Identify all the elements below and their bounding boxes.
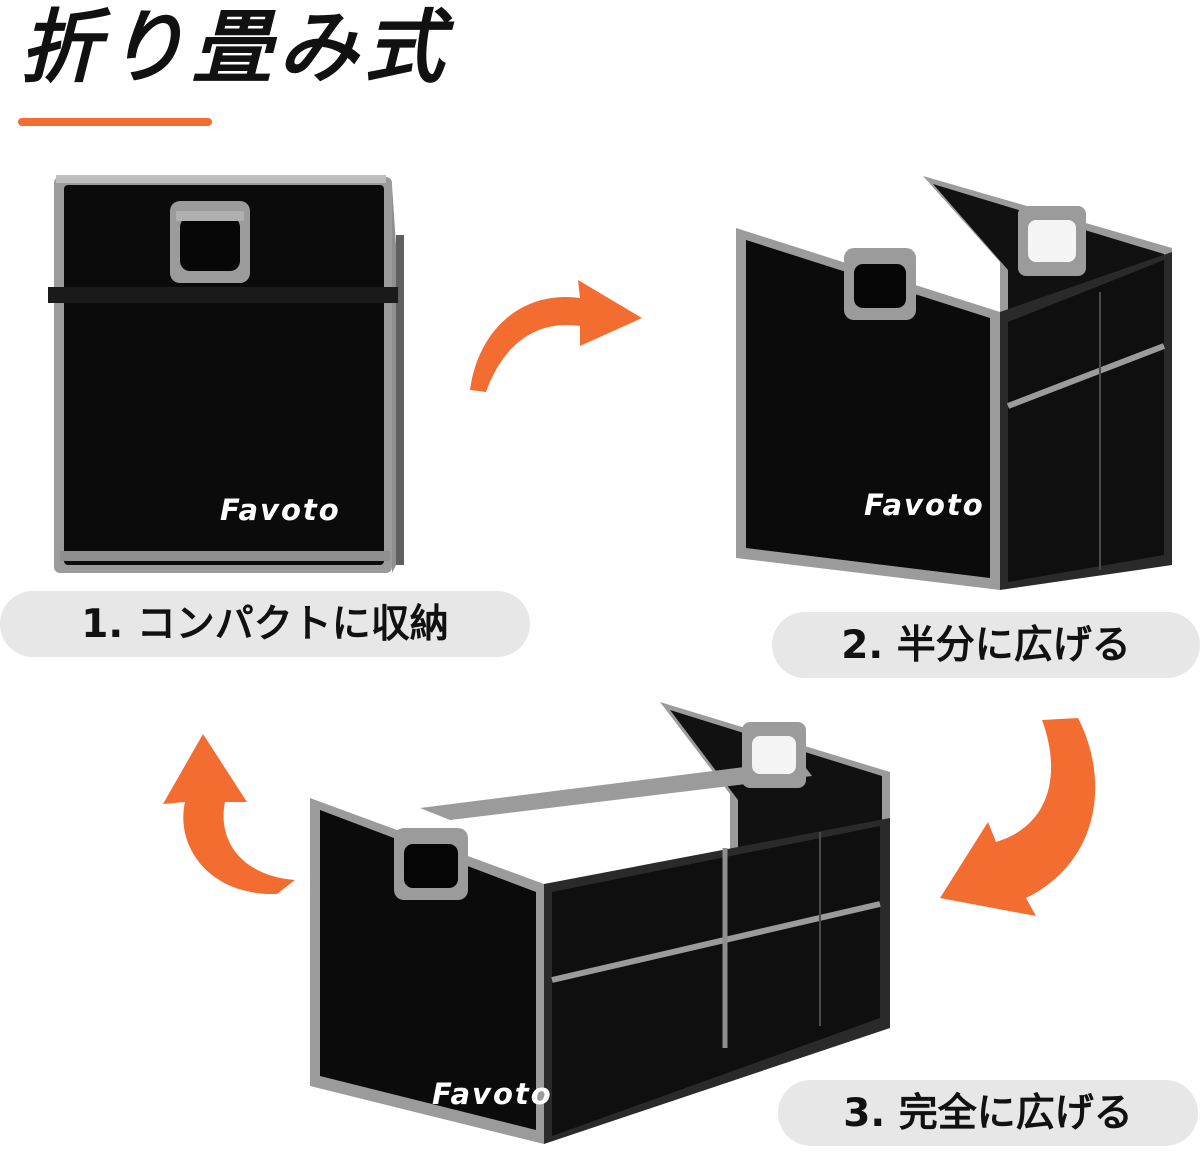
brand-logo: Favoto xyxy=(432,1077,553,1111)
half-open-box-image: Favoto xyxy=(736,176,1172,590)
curved-arrow-up-icon xyxy=(163,734,295,895)
step-3-label: 3. 完全に広げる xyxy=(778,1080,1198,1146)
curved-arrow-down-left-icon xyxy=(940,718,1096,916)
step-1-label: 1. コンパクトに収納 xyxy=(0,591,530,657)
title-underline xyxy=(18,118,212,126)
step-2-label: 2. 半分に広げる xyxy=(772,612,1200,678)
fully-open-box-image: Favoto xyxy=(310,702,890,1144)
curved-arrow-right-icon xyxy=(470,280,642,392)
brand-logo: Favoto xyxy=(220,493,341,527)
page-title: 折り畳み式 xyxy=(20,1,450,94)
folded-box-image: Favoto xyxy=(48,175,404,573)
brand-logo: Favoto xyxy=(864,488,985,522)
